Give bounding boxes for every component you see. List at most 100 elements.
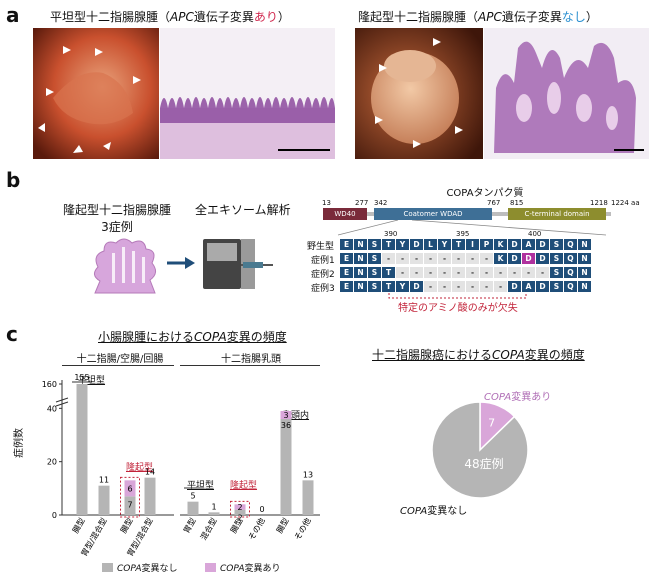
pie-yes-gene: COPA xyxy=(484,392,512,403)
category-label: 腸型 xyxy=(119,517,135,535)
amino-acid-cell: N xyxy=(578,253,591,264)
row-label-case1: 症例1 xyxy=(311,256,335,266)
category-label: その他 xyxy=(292,516,313,542)
amino-acid-cell: E xyxy=(340,267,353,278)
case-title-line1: 隆起型十二指腸腺腫 xyxy=(62,203,171,217)
analysis-title: 全エキソーム解析 xyxy=(195,203,291,217)
amino-acid-cell: K xyxy=(494,253,507,264)
zoom-lines xyxy=(337,220,607,236)
bar-mutation xyxy=(280,411,292,419)
legend-no-gene: COPA xyxy=(117,564,142,574)
amino-acid-cell: - xyxy=(424,253,437,264)
bar-no-mutation xyxy=(187,501,199,515)
row-label-case3: 症例3 xyxy=(311,284,335,294)
legend-yes-suffix: 変異あり xyxy=(244,564,281,574)
histology-image-flat xyxy=(160,28,335,159)
y-tick-label: 20 xyxy=(47,458,57,467)
tick-390: 390 xyxy=(384,230,398,238)
left-title-mid: 遺伝子変異 xyxy=(193,10,254,24)
legend-no-label: COPA変異なし xyxy=(117,561,178,574)
amino-acid-cell: T xyxy=(382,267,395,278)
bar-value-label: 7 xyxy=(127,500,132,509)
amino-acid-cell: S xyxy=(368,239,381,250)
category-label: 混合型 xyxy=(198,516,219,542)
bar-value-label: 14 xyxy=(145,468,155,477)
amino-acid-cell: S xyxy=(550,239,563,250)
category-label: 腸型 xyxy=(275,517,291,535)
legend-yes-label: COPA変異あり xyxy=(220,561,281,574)
left-title-gene: APC xyxy=(170,10,194,24)
histology-flat-svg xyxy=(160,28,335,159)
y-tick-label: 40 xyxy=(47,404,57,413)
amino-acid-cell: - xyxy=(480,281,493,292)
pie-slice-no-mutation xyxy=(431,401,529,499)
raised-highlight-box xyxy=(230,500,250,518)
case-title-line2: 3症例 xyxy=(101,220,133,234)
group1-title: 十二指腸/空腸/回腸 xyxy=(76,354,164,365)
endoscopy-image-flat xyxy=(33,28,159,159)
amino-acid-cell: - xyxy=(438,253,451,264)
pie-label-mutation: 7 xyxy=(488,417,495,430)
row-label-case2: 症例2 xyxy=(311,270,335,280)
case-title: 隆起型十二指腸腺腫 3症例 xyxy=(52,201,182,235)
bar-value-label: 1 xyxy=(211,502,216,511)
raised-label-1: 隆起型 xyxy=(126,463,154,473)
pos-13: 13 xyxy=(322,199,331,207)
amino-acid-cell: Q xyxy=(564,239,577,250)
bar-mutation xyxy=(234,504,246,510)
bar-no-mutation xyxy=(76,395,88,515)
pos-1224: 1224 aa xyxy=(611,199,640,207)
deletion-bracket xyxy=(388,293,527,299)
amino-acid-cell: N xyxy=(578,281,591,292)
amino-acid-cell: - xyxy=(522,267,535,278)
sequencer-icon xyxy=(203,239,273,289)
bar-value-label: 36 xyxy=(281,421,291,430)
amino-acid-cell: - xyxy=(438,267,451,278)
right-title-gene: APC xyxy=(478,10,502,24)
bar-no-mutation xyxy=(124,496,136,515)
pie-title-gene: COPA xyxy=(492,348,525,362)
bar-chart-title: 小腸腺腫におけるCOPA変異の頻度 xyxy=(98,328,287,345)
deletion-note: 特定のアミノ酸のみが欠失 xyxy=(398,303,518,314)
panel-c-label: c xyxy=(6,322,18,346)
bar-no-mutation xyxy=(280,419,292,515)
bar-no-mutation xyxy=(98,485,110,515)
flat-label-1: 平坦型 xyxy=(78,376,106,386)
pie-yes-label: COPA変異あり xyxy=(484,388,551,403)
bar-no-mutation xyxy=(208,512,220,515)
histology-image-raised xyxy=(484,28,649,159)
amino-acid-cell: - xyxy=(494,281,507,292)
amino-acid-cell: T xyxy=(452,239,465,250)
pos-1218: 1218 xyxy=(590,199,608,207)
category-label: 腸型 xyxy=(71,517,87,535)
bar-value-label: 155 xyxy=(74,373,89,382)
amino-acid-cell: N xyxy=(354,281,367,292)
pie-title-prefix: 十二指腸腺癌における xyxy=(372,348,493,362)
intra-papilla-label: 乳頭内 xyxy=(282,411,310,421)
pie-chart-title: 十二指腸腺癌におけるCOPA変異の頻度 xyxy=(372,346,585,363)
right-title-prefix: 隆起型十二指腸腺腫（ xyxy=(358,10,479,24)
group2-title: 十二指腸乳頭 xyxy=(221,354,281,365)
panel-a-label: a xyxy=(6,3,20,27)
tick-400: 400 xyxy=(528,230,542,238)
amino-acid-cell: D xyxy=(522,253,535,264)
amino-acid-cell: D xyxy=(536,253,549,264)
raised-highlight-box xyxy=(120,476,140,518)
legend-no-suffix: 変異なし xyxy=(141,564,178,574)
endoscopy-raised-svg xyxy=(355,28,483,159)
amino-acid-cell: - xyxy=(396,267,409,278)
bar-mutation-label: 3 xyxy=(283,411,288,420)
amino-acid-cell: S xyxy=(550,253,563,264)
left-title-suffix: ） xyxy=(277,10,290,24)
bar-value-label: 2 xyxy=(237,514,242,523)
amino-acid-cell: P xyxy=(480,239,493,250)
protein-title: COPAタンパク質 xyxy=(446,188,524,199)
amino-acid-cell: S xyxy=(368,281,381,292)
panel-a-right-title: 隆起型十二指腸腺腫（APC遺伝子変異なし） xyxy=(358,8,598,25)
amino-acid-cell: N xyxy=(354,267,367,278)
raised-adenoma-illustration xyxy=(94,238,156,294)
